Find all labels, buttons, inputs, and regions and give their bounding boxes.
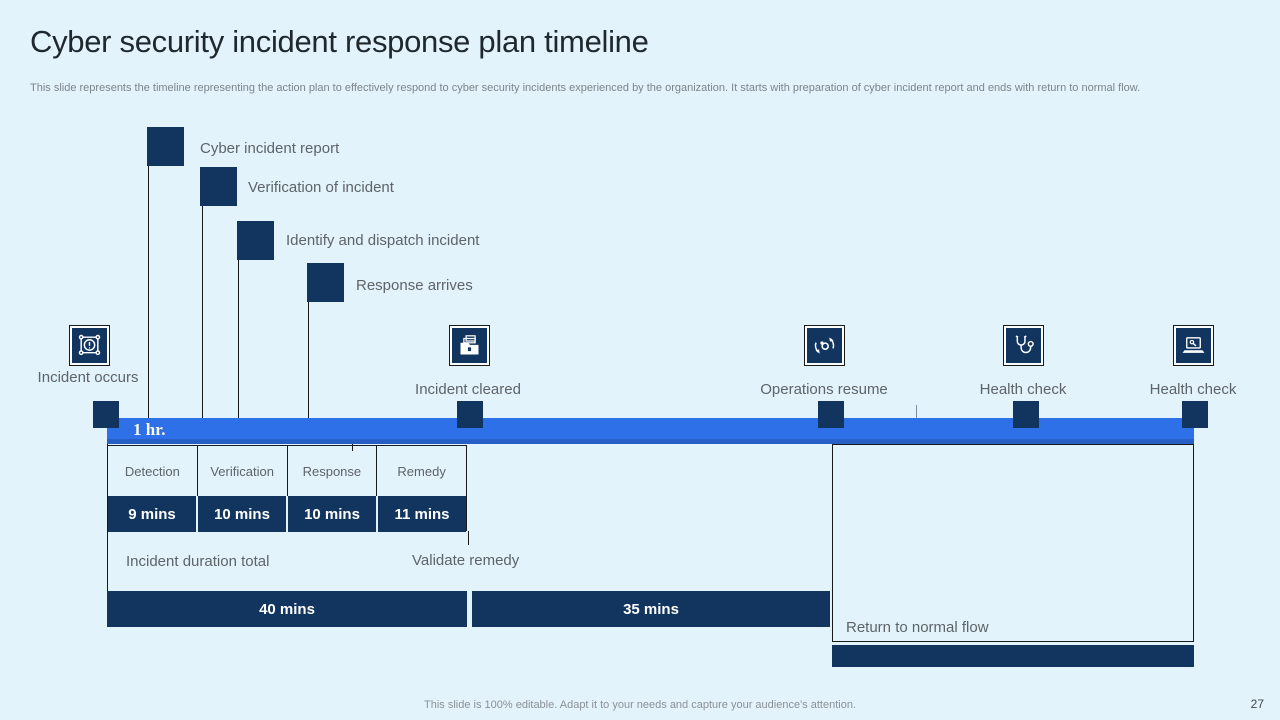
incident-duration-label: Incident duration total	[126, 553, 270, 570]
page-title: Cyber security incident response plan ti…	[30, 24, 649, 59]
milestone-icon-box	[804, 325, 845, 366]
flag-connector-line	[202, 206, 203, 418]
milestone-icon-box	[449, 325, 490, 366]
phase-header-detection: Detection	[108, 446, 198, 496]
flag-connector-line	[308, 302, 309, 418]
milestone-icon-box	[1173, 325, 1214, 366]
milestone-label: Incident occurs	[37, 369, 139, 386]
phase-header-response: Response	[288, 446, 378, 496]
milestone-icon-box	[1003, 325, 1044, 366]
validate-remedy-label: Validate remedy	[412, 552, 520, 569]
milestone-label: Health check	[979, 381, 1067, 398]
table-edge-guide-line	[468, 531, 469, 545]
timeline-marker	[1182, 401, 1208, 428]
sync-gear-icon	[807, 328, 842, 363]
return-to-normal-box: Return to normal flow	[832, 444, 1194, 642]
flag-label: Response arrives	[356, 277, 473, 294]
flag-connector-line	[148, 166, 149, 418]
phase-header-remedy: Remedy	[397, 463, 446, 479]
flag-label: Identify and dispatch incident	[286, 232, 480, 249]
alert-network-icon	[72, 328, 107, 363]
phase-value-verification: 10 mins	[198, 496, 288, 532]
incident-duration-bar: 40 mins	[107, 591, 467, 627]
timeline-marker	[1013, 401, 1039, 428]
phase-table-header-row: Detection Verification Response Remedy	[108, 446, 466, 496]
page-number: 27	[1250, 697, 1264, 711]
secure-folder-icon	[452, 328, 487, 363]
phase-header-verification: Verification	[198, 446, 288, 496]
timeline-bar-duration-label: 1 hr.	[133, 420, 166, 439]
flag-cyber-incident-report	[147, 127, 184, 166]
milestone-label: Health check	[1149, 381, 1237, 398]
timeline-marker	[457, 401, 483, 428]
validate-remedy-bar: 35 mins	[472, 591, 830, 627]
phase-value-remedy: 11 mins	[394, 505, 450, 523]
stethoscope-icon	[1006, 328, 1041, 363]
milestone-icon-box	[69, 325, 110, 366]
milestone-label: Incident cleared	[415, 381, 521, 398]
footer-note: This slide is 100% editable. Adapt it to…	[424, 699, 856, 711]
flag-connector-line	[238, 260, 239, 418]
flag-identify-dispatch-incident	[237, 221, 274, 260]
phase-table-value-row: 9 mins 10 mins 10 mins 11 mins	[108, 496, 466, 532]
flag-verification-of-incident	[200, 167, 237, 206]
milestone-label: Operations resume	[760, 381, 888, 398]
laptop-tools-icon	[1176, 328, 1211, 363]
return-to-normal-label: Return to normal flow	[846, 619, 989, 636]
phase-value-detection: 9 mins	[108, 496, 198, 532]
phase-table: Detection Verification Response Remedy 9…	[107, 445, 467, 532]
flag-response-arrives	[307, 263, 344, 302]
slide-description: This slide represents the timeline repre…	[30, 82, 1141, 94]
timeline-marker	[93, 401, 119, 428]
return-to-normal-bar	[832, 645, 1194, 667]
timeline-bar: 1 hr.	[107, 418, 1194, 444]
timeline-tick	[352, 444, 353, 451]
flag-label: Cyber incident report	[200, 140, 340, 157]
timeline-marker	[818, 401, 844, 428]
flag-label: Verification of incident	[248, 179, 394, 196]
phase-value-response: 10 mins	[288, 496, 378, 532]
